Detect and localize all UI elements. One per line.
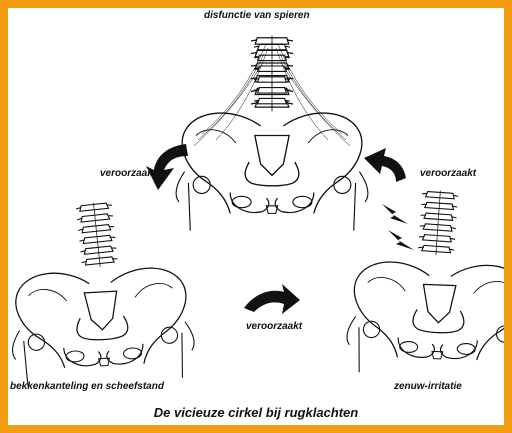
arrow-bottom-icon <box>244 284 300 314</box>
label-causes-bottom: veroorzaakt <box>246 321 302 332</box>
pelvis-right-figure <box>346 189 504 378</box>
label-nerve-irritation: zenuw-irritatie <box>394 381 462 392</box>
label-causes-left: veroorzaakt <box>100 168 156 179</box>
diagram-caption: De vicieuze cirkel bij rugklachten <box>8 405 504 420</box>
label-muscle-dysfunction: disfunctie van spieren <box>204 10 310 21</box>
lightning-bolt-icon <box>382 204 408 224</box>
diagram-frame: disfunctie van spieren veroorzaakt veroo… <box>8 8 504 425</box>
arrow-left-icon <box>146 144 188 190</box>
lightning-bolt-icon <box>388 230 414 250</box>
pelvis-left-figure <box>9 201 196 387</box>
diagram-artwork <box>8 8 504 425</box>
arrow-right-icon <box>364 148 406 182</box>
pelvis-top-figure <box>176 36 368 231</box>
label-causes-right: veroorzaakt <box>420 168 476 179</box>
label-pelvic-tilt: bekkenkanteling en scheefstand <box>10 381 164 392</box>
